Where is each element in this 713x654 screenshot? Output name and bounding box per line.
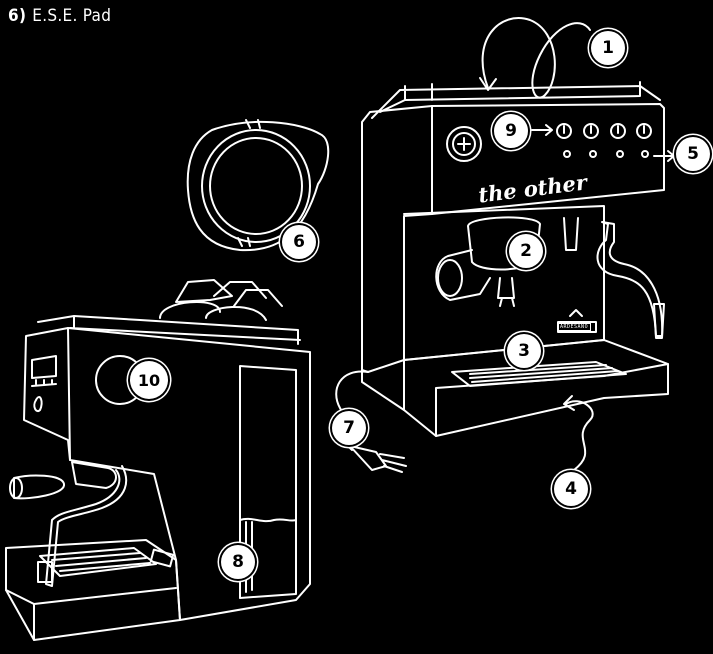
callout-9: 9: [494, 114, 528, 148]
brand-plate-text: ARDESANO: [557, 323, 591, 331]
power-plug: [350, 446, 406, 472]
callout-2: 2: [509, 234, 543, 268]
machine-body-left: [24, 328, 310, 620]
cup-rail-left: [38, 316, 300, 344]
callout-4: 4: [554, 472, 588, 506]
callout-6: 6: [282, 225, 316, 259]
callout-3: 3: [507, 334, 541, 368]
spout: [498, 278, 514, 306]
cups-on-top: [160, 280, 282, 320]
callout-8: 8: [221, 545, 255, 579]
portafilter-handle: [436, 250, 490, 300]
right-machine: [336, 18, 674, 472]
steam-wand: [597, 222, 662, 336]
machine-body-front: [404, 206, 604, 360]
pour-arrow: [483, 18, 590, 98]
water-spout: [564, 218, 578, 250]
left-machine: [6, 280, 310, 640]
switch-row: [532, 124, 651, 138]
machine-body-side: [362, 106, 432, 372]
callout-1: 1: [591, 31, 625, 65]
cup-rail: [372, 82, 660, 118]
tank-arrow: [566, 401, 593, 470]
callout-10: 10: [130, 361, 168, 399]
callout-7: 7: [332, 411, 366, 445]
callout-5: 5: [676, 137, 710, 171]
indicator-lights: [564, 151, 674, 161]
